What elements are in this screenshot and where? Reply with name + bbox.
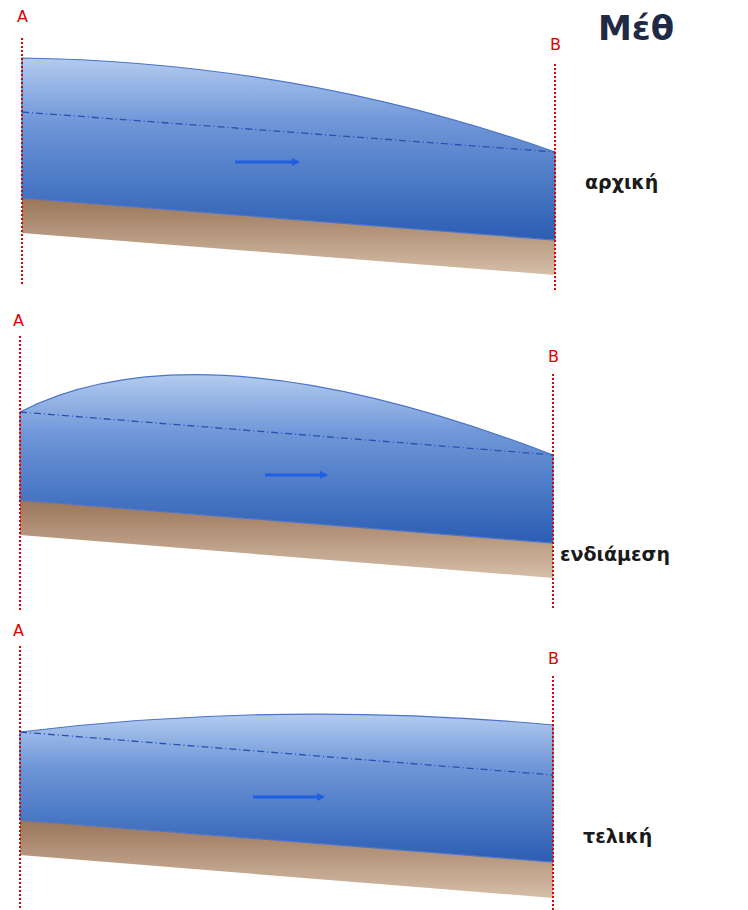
reference-line (22, 112, 555, 152)
section-label: A (13, 622, 24, 640)
section-label: B (550, 36, 561, 54)
section-line (21, 38, 23, 285)
state-label: ενδιάμεση (560, 544, 670, 565)
state-label: αρχική (585, 172, 658, 193)
section-label: B (548, 650, 559, 668)
water-body (20, 714, 553, 862)
flow-arrow (253, 796, 323, 799)
section-line (552, 676, 554, 910)
flow-arrow (235, 161, 298, 164)
reference-line (20, 732, 553, 775)
section-line (554, 64, 556, 290)
section-line (19, 336, 21, 610)
reference-line (20, 412, 553, 455)
section-label: B (548, 348, 559, 366)
section-line (552, 374, 554, 610)
section-line (19, 646, 21, 910)
section-label: A (13, 312, 24, 330)
flow-arrow (265, 474, 326, 477)
water-body (20, 375, 553, 543)
water-body (22, 58, 555, 240)
state-label: τελική (583, 826, 652, 847)
section-label: A (17, 8, 28, 26)
title: Μέθ (598, 10, 674, 47)
